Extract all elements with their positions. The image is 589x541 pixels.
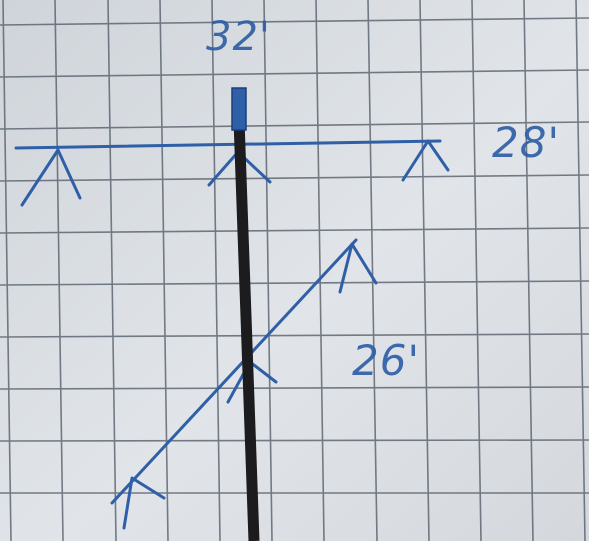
grid-line-horizontal (0, 280, 589, 286)
diagonal-line (110, 238, 358, 505)
grid-line-vertical (211, 0, 221, 541)
arrow-mark (20, 148, 82, 207)
horizontal-line (14, 139, 442, 150)
grid-line-horizontal (0, 439, 589, 442)
grid-line-vertical (54, 0, 64, 541)
grid-line-horizontal (0, 69, 589, 78)
arrow-mark (122, 476, 166, 530)
arrow-mark (338, 242, 378, 294)
vertical-length-label: 32' (206, 14, 271, 60)
grid-line-vertical (315, 0, 325, 541)
horizontal-length-label: 28' (492, 118, 560, 167)
grid-line-horizontal (0, 17, 589, 26)
grid-line-horizontal (0, 333, 589, 338)
grid-line-vertical (575, 0, 586, 541)
grid-line-vertical (2, 0, 12, 541)
grid-line-vertical (471, 0, 482, 541)
grid-line-horizontal (0, 121, 589, 130)
grid-line-vertical (159, 0, 169, 541)
grid-line-horizontal (0, 174, 589, 182)
grid-line-horizontal (0, 227, 589, 234)
arrow-mark (401, 139, 450, 182)
grid-line-vertical (263, 0, 273, 541)
diagonal-length-label: 26' (352, 336, 420, 385)
grid-line-vertical (107, 0, 117, 541)
grid-line-vertical (419, 0, 430, 541)
vertical-marker-line (232, 91, 260, 541)
grid-line-vertical (367, 0, 378, 541)
grid-line-horizontal (0, 386, 589, 390)
vertical-line-top-cap (231, 87, 247, 131)
grid-line-vertical (523, 0, 534, 541)
